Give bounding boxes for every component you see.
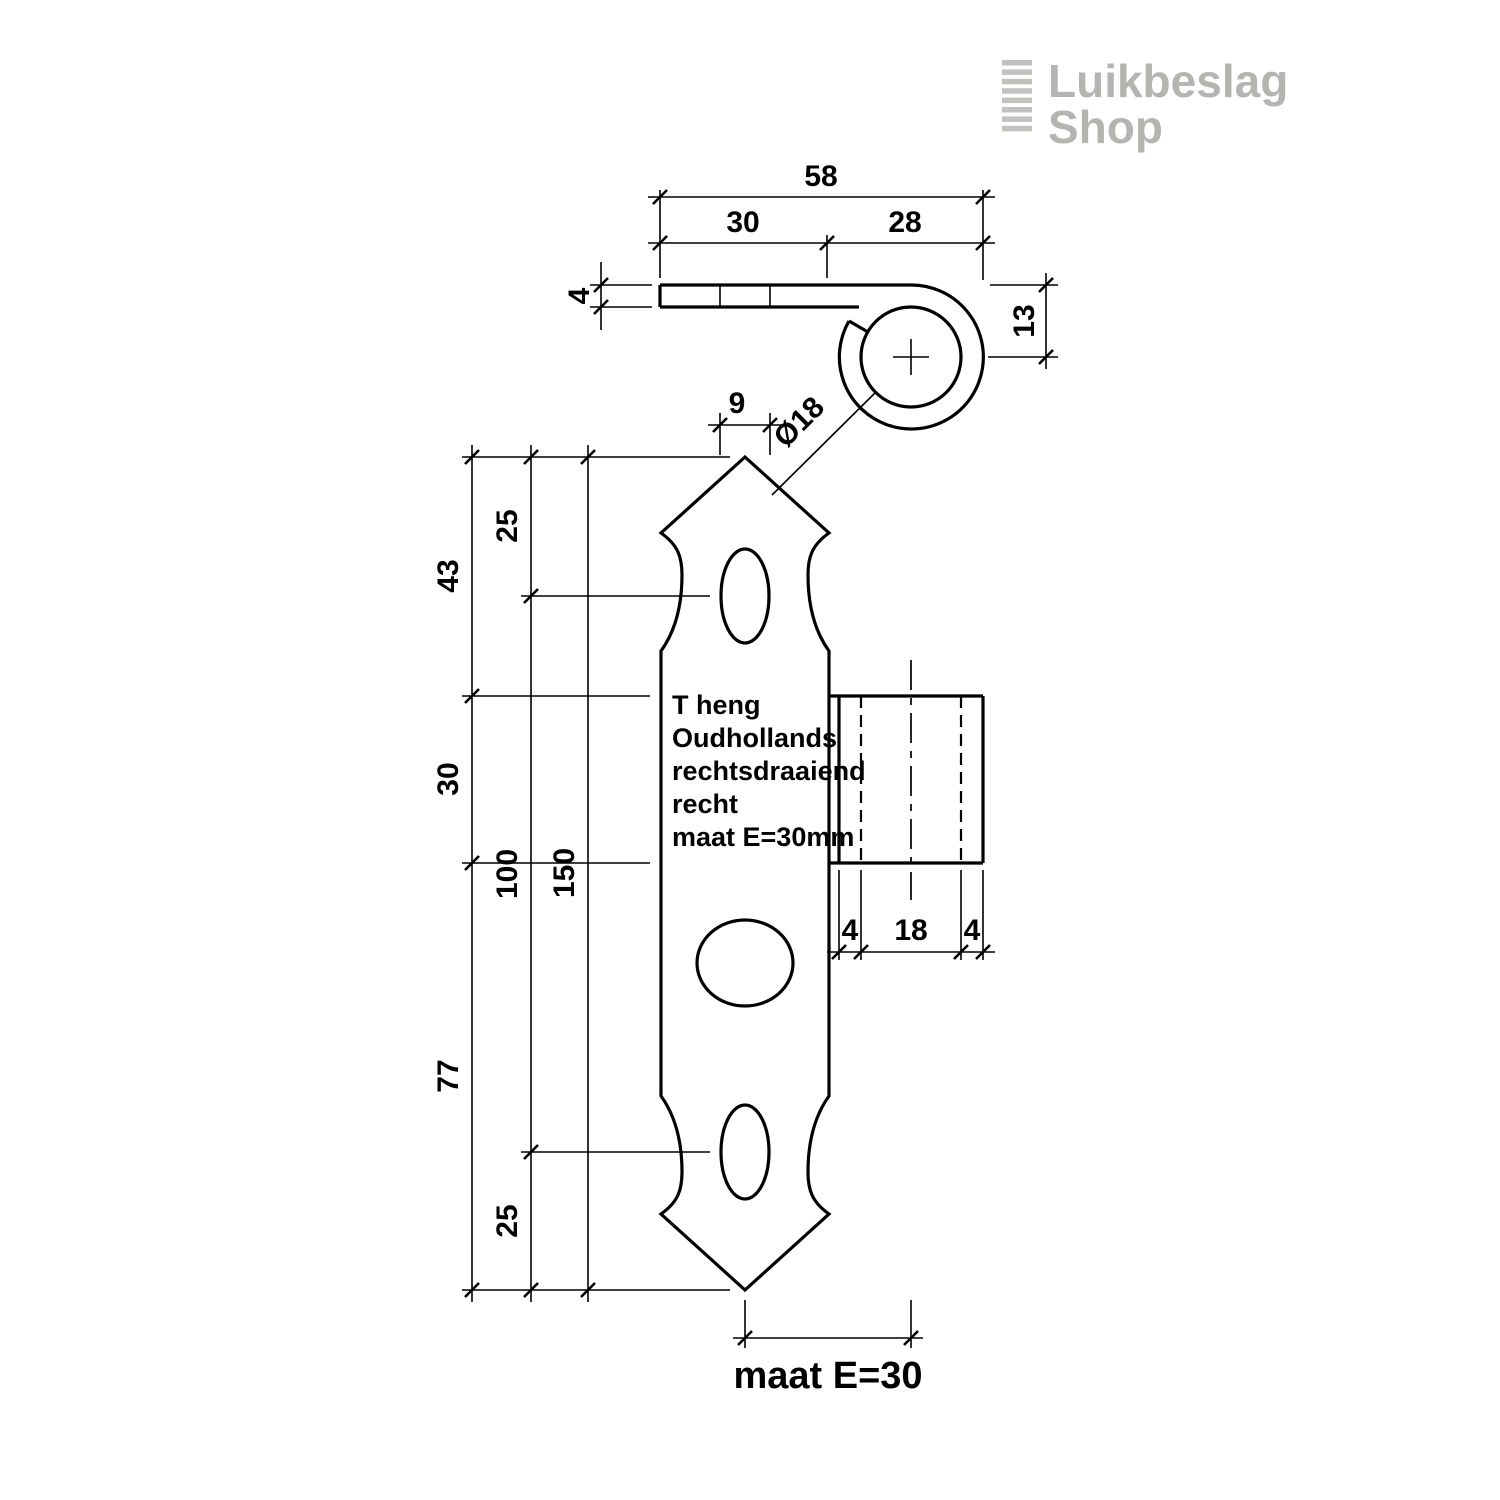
dim-label-30: 30 (726, 206, 759, 239)
dimension-ticks (652, 235, 991, 251)
shutter-icon-bar (1002, 107, 1032, 113)
dim-label-25-top: 25 (491, 509, 524, 542)
dim-curl-height-13: 13 (988, 273, 1058, 369)
annotation-line-5: maat E=30mm (672, 822, 854, 852)
shutter-icon-bar (1002, 78, 1032, 85)
extension-lines (744, 1300, 912, 1348)
plate-outline (658, 454, 832, 1293)
dim-label-maat-e: maat E=30 (733, 1355, 922, 1397)
knuckle-bore-hidden-lines (859, 696, 963, 863)
annotation-line-4: recht (672, 789, 738, 819)
curl-end-cap (848, 319, 869, 334)
dimension-ticks (593, 277, 609, 315)
dim-strap-thickness-4: 4 (563, 262, 652, 330)
dimension-ticks (464, 449, 480, 1298)
dim-label-25-bottom: 25 (491, 1204, 524, 1237)
dimension-ticks (1038, 277, 1054, 365)
shutter-icon (1002, 60, 1032, 132)
dimension-ticks (652, 189, 991, 205)
screw-slot-bottom (719, 1103, 771, 1201)
pin-center-cross (893, 339, 929, 375)
dim-label-4-thickness: 4 (563, 287, 596, 304)
logo: Luikbeslag Shop (1002, 55, 1288, 153)
annotation-block: T heng Oudhollands rechtsdraaiend recht … (672, 690, 866, 852)
dimension-ticks (523, 449, 539, 1298)
extension-lines (659, 190, 984, 280)
dim-label-43: 43 (432, 559, 465, 592)
strap-curl-outer-outline (660, 283, 985, 431)
dim-strap-30-curl-28: 30 28 (648, 206, 995, 278)
dim-label-9: 9 (729, 387, 746, 420)
dim-label-18: 18 (894, 914, 927, 947)
shutter-icon-bar (1002, 116, 1032, 122)
dim-label-diameter-18: Ø18 (768, 391, 831, 454)
center-hole (695, 918, 795, 1008)
shutter-icon-bar (1002, 60, 1032, 66)
annotation-line-2: Oudhollands (672, 723, 837, 753)
leader-line (771, 391, 877, 496)
dimension-ticks (737, 1330, 919, 1346)
dim-left-43-30-77: 43 30 77 (432, 445, 480, 1302)
annotation-line-3: rechtsdraaiend (672, 756, 866, 786)
logo-word-secondary: Shop (1048, 101, 1163, 153)
dim-label-100: 100 (491, 849, 524, 899)
dim-label-4-right: 4 (964, 914, 981, 947)
dim-knuckle-4-18-4: 4 18 4 (827, 870, 995, 960)
shutter-icon-bar (1002, 97, 1032, 104)
extension-lines (462, 456, 730, 1291)
pin-hole-circle (859, 305, 963, 409)
dim-left-25-100-25: 25 100 25 (491, 445, 539, 1302)
dim-label-150: 150 (548, 848, 581, 898)
dim-label-58: 58 (804, 160, 837, 193)
top-view (658, 283, 985, 431)
dimension-ticks (712, 417, 778, 433)
extension-lines (838, 870, 984, 960)
front-view: T heng Oudhollands rechtsdraaiend recht … (658, 454, 985, 1293)
dimension-ticks (831, 944, 991, 960)
shutter-icon-bar (1002, 125, 1032, 132)
dim-label-13: 13 (1008, 304, 1041, 337)
dimension-ticks (580, 449, 596, 1298)
shutter-icon-bar (1002, 88, 1032, 94)
annotation-line-1: T heng (672, 690, 761, 720)
dim-label-28: 28 (888, 206, 921, 239)
strap-slot-projection-ticks (719, 285, 771, 307)
dim-total-width-58: 58 (648, 160, 995, 280)
knuckle-outline (829, 694, 985, 865)
dim-label-77: 77 (432, 1059, 465, 1092)
dim-left-total-150: 150 (548, 445, 596, 1302)
dim-label-30-knuckle: 30 (432, 762, 465, 795)
dim-left-extensions (462, 456, 730, 1291)
shutter-icon-bar (1002, 69, 1032, 75)
dim-maat-e: maat E=30 (733, 1300, 923, 1397)
dim-label-4-left: 4 (842, 914, 859, 947)
screw-slot-top (719, 547, 771, 645)
extension-lines (719, 413, 771, 455)
logo-word-primary: Luikbeslag (1048, 55, 1288, 107)
dim-slot-width-9: 9 (708, 387, 782, 455)
